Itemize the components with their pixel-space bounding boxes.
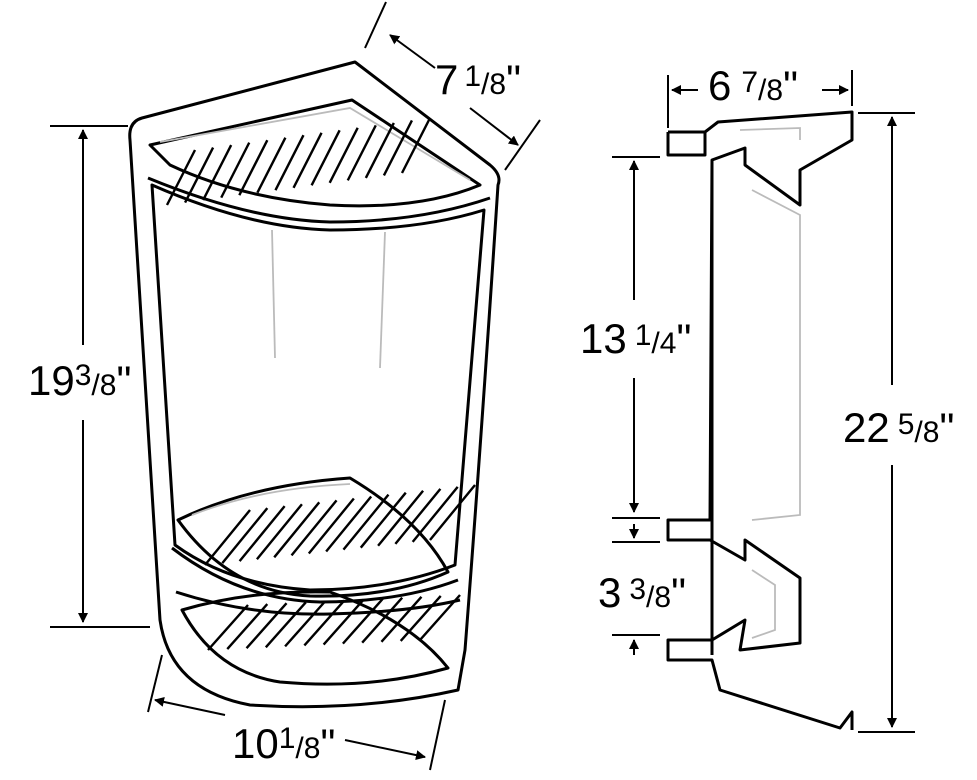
dim-shelf-height: 193/8" (28, 357, 131, 404)
slat (238, 139, 269, 196)
slat (245, 602, 288, 649)
slat (342, 493, 390, 551)
slat (307, 497, 355, 555)
slat (322, 598, 365, 646)
slat (184, 146, 215, 204)
middle-tray-edge (171, 546, 459, 604)
slat (342, 597, 384, 645)
slat (361, 596, 404, 644)
shelf-outline (128, 60, 501, 709)
back-panel (150, 183, 486, 592)
slat (273, 501, 321, 559)
lower-tray-edge (175, 590, 461, 616)
slat (292, 132, 323, 189)
slat (359, 491, 407, 549)
top-tray-edge (147, 176, 491, 224)
tray-slats (165, 117, 476, 651)
slat (310, 129, 341, 186)
slat (394, 488, 442, 545)
slat (264, 601, 307, 649)
slat (399, 595, 442, 642)
slat (221, 507, 269, 564)
slat (290, 499, 338, 557)
top-tray-rim (148, 98, 482, 208)
middle-tray (176, 476, 450, 598)
slat (382, 119, 413, 177)
profile-left-edge (666, 132, 707, 157)
slat (165, 149, 197, 206)
profile-outline (666, 110, 854, 730)
slat (256, 137, 287, 194)
lower-tray (180, 590, 450, 686)
slat (303, 599, 346, 647)
slat (204, 509, 251, 566)
slat (411, 486, 459, 543)
slat (364, 122, 395, 179)
dimension-lines (50, 1, 915, 771)
slat (429, 484, 476, 541)
slat (419, 594, 461, 641)
side-profile-view (666, 110, 854, 730)
slat (238, 505, 286, 562)
slat (328, 127, 359, 184)
slat (377, 490, 425, 547)
shelf-hidden-lines (159, 107, 471, 516)
slat (380, 596, 423, 643)
corner-shelf-view (128, 60, 501, 709)
dim-front-width: 101/8" (232, 720, 335, 767)
slat (255, 503, 303, 560)
profile-hidden-lines (739, 127, 801, 639)
slat (226, 603, 269, 650)
slat (274, 134, 305, 191)
slat (400, 117, 432, 174)
slat (346, 124, 377, 181)
slat (207, 604, 249, 651)
slat (284, 600, 326, 648)
slat (202, 144, 233, 201)
slat (325, 495, 373, 553)
slat (220, 142, 251, 199)
